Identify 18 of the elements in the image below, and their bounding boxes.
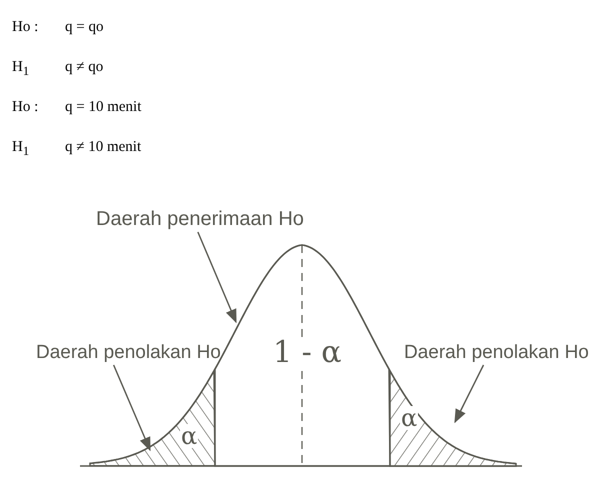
region-label: Daerah penolakan Ho: [36, 342, 221, 364]
hypothesis-label: H$_{1}$: [12, 58, 30, 80]
leader-arrow: [113, 364, 151, 452]
alpha-symbol: α: [180, 424, 198, 448]
hypothesis-label: H$_{1}$: [12, 138, 30, 160]
region-label: Daerah penerimaan Ho: [96, 208, 304, 231]
hypothesis-statement: q ≠ qo: [65, 58, 104, 76]
hypothesis-label: Ho :: [12, 98, 38, 116]
region-label: Daerah penolakan Ho: [404, 342, 589, 364]
leader-arrow: [197, 232, 237, 324]
leader-arrow: [454, 364, 484, 424]
alpha-symbol: α: [400, 406, 418, 430]
rejection-region: [390, 370, 516, 466]
hypothesis-label: Ho :: [12, 18, 38, 36]
hypothesis-statement: q = 10 menit: [65, 98, 142, 116]
hypothesis-statement: q ≠ 10 menit: [65, 138, 142, 156]
rejection-region: [90, 369, 215, 466]
hypothesis-statement: q = qo: [65, 18, 104, 36]
